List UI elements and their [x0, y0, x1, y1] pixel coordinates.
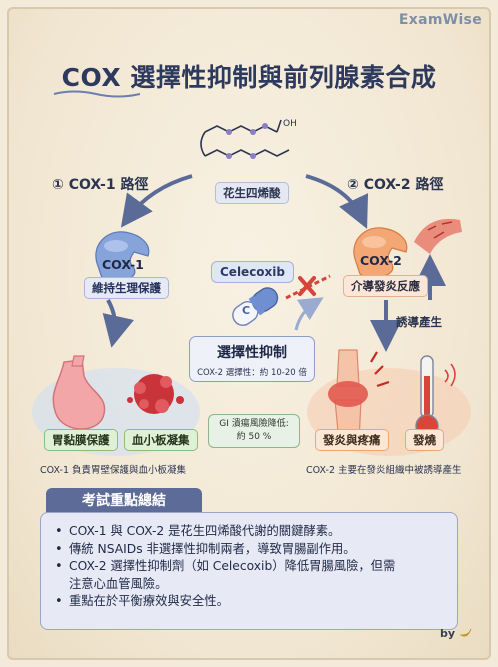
- gi-risk-line1: GI 潰瘍風險降低:: [219, 419, 289, 429]
- platelet-cluster-icon: [127, 374, 184, 414]
- cox1-caption: COX-1 負責胃壁保護與血小板凝集: [40, 465, 187, 476]
- cox2-pathway-heading: ② COX-2 路徑: [347, 177, 444, 193]
- summary-item: COX-2 選擇性抑制劑（如 Celecoxib）降低胃腸風險，但需: [55, 558, 445, 576]
- inhibition-x-icon: [285, 274, 331, 300]
- capsule-icon: C: [232, 287, 279, 326]
- fever-tag: 發燒: [405, 429, 444, 451]
- page-title: COX 選擇性抑制與前列腺素合成: [61, 63, 437, 92]
- title-underline-decoration: [53, 90, 141, 98]
- arrow-to-cox2: [305, 174, 369, 229]
- gi-risk-box: GI 潰瘍風險降低: 約 50 %: [208, 414, 300, 448]
- signature-text: by: [440, 627, 456, 640]
- arrow-drug-to-cox2: [294, 297, 324, 331]
- inflammation-pain-tag: 發炎與疼痛: [315, 429, 389, 451]
- inflamed-tissue-icon: [414, 218, 462, 254]
- selective-inhibition-box: 選擇性抑制 COX-2 選擇性：約 10-20 倍: [189, 336, 315, 382]
- cox2-enzyme-icon: [353, 227, 408, 279]
- arachidonic-acid-label: 花生四烯酸: [215, 182, 289, 204]
- cox2-caption: COX-2 主要在發炎組織中被誘導產生: [306, 465, 462, 476]
- brand-logo: ExamWise: [398, 12, 482, 28]
- summary-heading: 考試重點總結: [46, 488, 202, 514]
- arrow-cox1-to-effects: [102, 299, 134, 348]
- selective-inhibition-title: 選擇性抑制: [217, 345, 287, 361]
- summary-box: COX-1 與 COX-2 是花生四烯酸代謝的關鍵酵素。 傳統 NSAIDs 非…: [40, 512, 458, 630]
- cox1-pathway-heading: ① COX-1 路徑: [52, 177, 149, 193]
- gastric-protection-tag: 胃黏膜保護: [44, 429, 118, 451]
- summary-item-continuation: 注意心血管風險。: [69, 576, 168, 591]
- platelet-aggregation-tag: 血小板凝集: [124, 429, 198, 451]
- summary-item: 傳統 NSAIDs 非選擇性抑制兩者，導致胃腸副作用。: [55, 541, 445, 559]
- selectivity-ratio-text: COX-2 選擇性：約 10-20 倍: [197, 368, 307, 378]
- oh-group-label: OH: [283, 119, 297, 129]
- capsule-letter: C: [242, 304, 250, 317]
- summary-item: 重點在於平衡療效與安全性。: [55, 593, 445, 611]
- cox2-enzyme-name: COX-2: [360, 253, 402, 268]
- induced-production-label: 誘導產生: [396, 315, 442, 329]
- summary-item: COX-1 與 COX-2 是花生四烯酸代謝的關鍵酵素。: [55, 523, 445, 541]
- stomach-icon: [52, 359, 106, 430]
- cox1-enzyme-name: COX-1: [102, 257, 144, 272]
- arachidonic-acid-molecule: OH: [200, 119, 297, 159]
- banana-icon: [459, 628, 472, 637]
- arrow-to-cox1: [120, 174, 193, 228]
- gi-risk-line2: 約 50 %: [236, 432, 272, 442]
- celecoxib-label: Celecoxib: [211, 261, 294, 283]
- signature: by: [440, 625, 473, 640]
- cox1-role-label: 維持生理保護: [84, 277, 169, 299]
- cox2-role-label: 介導發炎反應: [343, 275, 428, 297]
